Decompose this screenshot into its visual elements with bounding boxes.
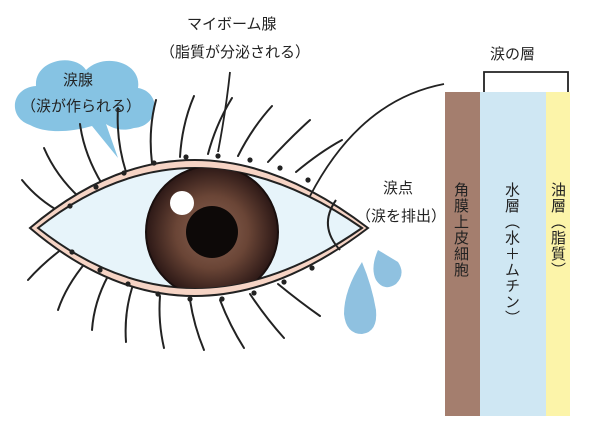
meibomian-dots-lower — [69, 249, 315, 302]
meibomian-gland-label: マイボーム腺 — [187, 15, 277, 33]
lacrimal-gland-label: 涙腺 — [63, 71, 94, 89]
lacrimal-gland-note-label: （涙が作られる） — [21, 97, 142, 115]
meibomian-dots-upper — [67, 153, 311, 209]
lacrimal-gland-cloud-icon — [14, 60, 155, 158]
tear-drop-icon — [344, 250, 402, 334]
tear-layer-label: 涙の層 — [490, 45, 536, 63]
layer-bar-aqueous — [480, 92, 546, 416]
layer-bar-corneal-epithelium — [445, 92, 480, 416]
lacrimal-punctum-label: 涙点 — [383, 179, 414, 197]
leader-lines — [217, 71, 445, 197]
layer-label-aqueous: 水層（水＋ムチン） — [503, 182, 521, 326]
layer-label-corneal-epithelium: 角膜上皮細胞 — [452, 182, 470, 278]
lacrimal-caruncle — [327, 199, 341, 251]
layer-bar-lipid — [546, 92, 570, 416]
tear-layer-bracket — [483, 71, 569, 92]
pupil — [186, 206, 238, 258]
meibomian-note-label: （脂質が分泌される） — [160, 43, 311, 61]
eye-highlight — [170, 191, 194, 215]
layer-label-lipid: 油層（脂質） — [549, 182, 567, 278]
lacrimal-punctum-note-label: （涙を排出） — [356, 207, 447, 225]
